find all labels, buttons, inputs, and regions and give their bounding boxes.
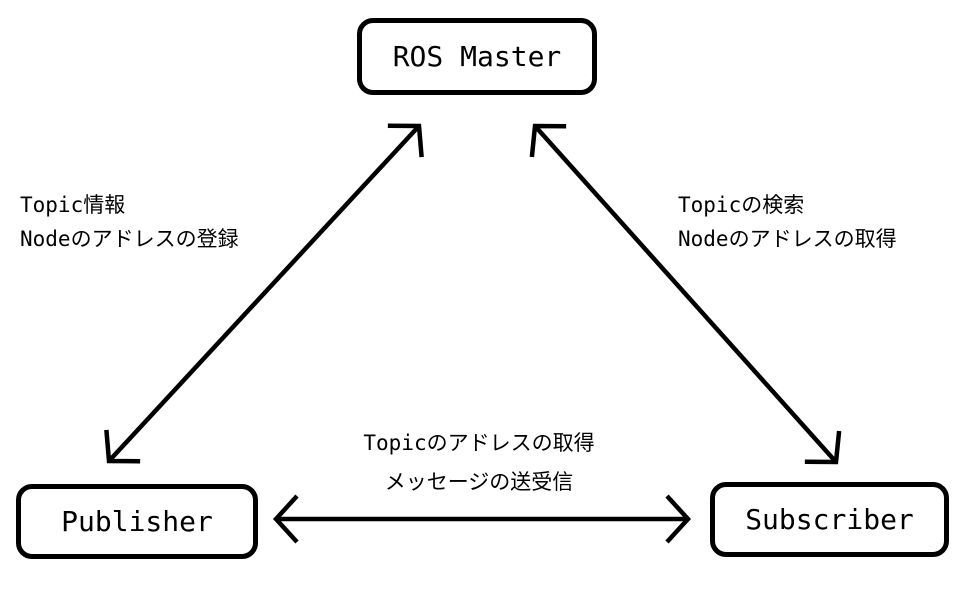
edge-publisher-master-arrow (104, 123, 424, 464)
node-subscriber: Subscriber (710, 482, 949, 557)
node-publisher-label: Publisher (61, 505, 213, 538)
edge-label-subscriber-master: Topicの検索 Nodeのアドレスの取得 (678, 188, 897, 256)
edge-label-publisher-subscriber: Topicのアドレスの取得 メッセージの送受信 (329, 424, 629, 502)
edge-label-line: Nodeのアドレスの登録 (20, 227, 239, 251)
edge-label-line: Nodeのアドレスの取得 (678, 227, 897, 251)
node-subscriber-label: Subscriber (745, 503, 914, 536)
edge-label-line: メッセージの送受信 (384, 470, 574, 494)
edge-label-line: Topic情報 (20, 193, 126, 217)
node-ros-master: ROS Master (357, 18, 597, 95)
node-publisher: Publisher (16, 484, 258, 559)
edge-label-line: Topicの検索 (678, 193, 805, 217)
edge-label-publisher-master: Topic情報 Nodeのアドレスの登録 (20, 188, 239, 256)
edge-label-line: Topicのアドレスの取得 (363, 431, 595, 455)
node-ros-master-label: ROS Master (392, 40, 562, 73)
edge-subscriber-master-arrow (529, 123, 842, 465)
